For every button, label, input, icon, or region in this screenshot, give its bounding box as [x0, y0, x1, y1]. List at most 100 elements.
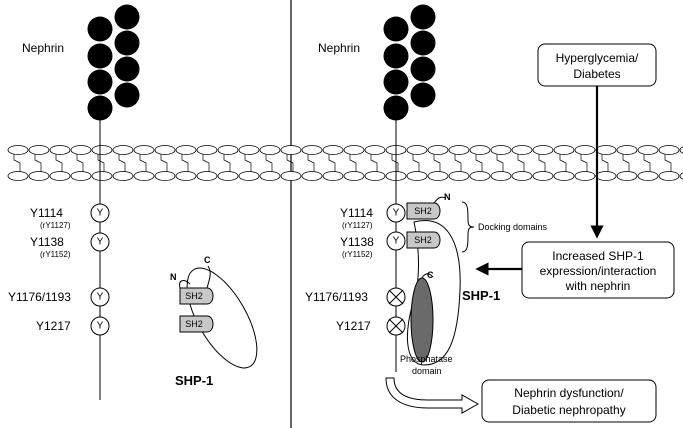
- shp1-chain-n-link: [179, 280, 191, 289]
- lipid-head: [133, 145, 155, 155]
- lipid-tail: [286, 154, 294, 172]
- lipid-head: [490, 171, 512, 181]
- lipid-head: [112, 145, 134, 155]
- lipid-head: [532, 171, 554, 181]
- lipid-tail: [601, 154, 609, 172]
- right-panel: Nephrin C Y Y SH2 SH2: [305, 4, 675, 423]
- lipid-tail: [223, 154, 231, 172]
- lipid-head: [196, 171, 218, 181]
- lipid-tail: [181, 154, 189, 172]
- lipid-head: [616, 171, 638, 181]
- lipid-head: [7, 145, 29, 155]
- nephrin-ig-domains-left: [87, 4, 140, 121]
- ig-domain: [410, 30, 436, 56]
- lipid-head: [574, 171, 596, 181]
- tyrosine-circle: [90, 203, 110, 223]
- cross-mark: [388, 318, 404, 334]
- lipid-tail: [97, 154, 105, 172]
- ig-domain: [410, 82, 436, 108]
- lipid-tail: [622, 154, 630, 172]
- lipid-head: [70, 145, 92, 155]
- lipid-head: [133, 171, 155, 181]
- shp1-label-right: SHP-1: [462, 288, 500, 303]
- left-panel: Nephrin Y Y Y Y Y1114 (rY1127) Y1138 (rY…: [8, 4, 258, 400]
- lipid-tail: [580, 154, 588, 172]
- lipid-head: [154, 171, 176, 181]
- ig-domain: [410, 4, 436, 30]
- ig-domain: [383, 43, 409, 69]
- lipid-head: [448, 171, 470, 181]
- lipid-head: [217, 171, 239, 181]
- sh2-domain: [179, 315, 214, 333]
- lipid-head: [679, 172, 683, 180]
- phosphatase-label: Phosphatase: [400, 354, 453, 364]
- lipid-head: [301, 145, 323, 155]
- lipid-head: [427, 145, 449, 155]
- sh2-label: SH2: [185, 319, 203, 329]
- lipid-head: [364, 171, 386, 181]
- sh2-label: SH2: [185, 291, 203, 301]
- dysfunction-box: Nephrin dysfunction/ Diabetic nephropath…: [481, 379, 657, 423]
- lipid-head: [658, 171, 680, 181]
- lipid-tail: [307, 154, 315, 172]
- tyrosine-circle: [386, 203, 406, 223]
- box-text: Diabetes: [573, 67, 620, 81]
- tyrosine-symbol: Y: [97, 208, 104, 219]
- residue-label: Y1217: [336, 319, 371, 333]
- tyrosine-symbol: Y: [97, 321, 104, 332]
- nephrin-label-left: Nephrin: [22, 41, 64, 55]
- nephrin-label-right: Nephrin: [318, 41, 360, 55]
- lipid-tail: [391, 154, 399, 172]
- lipid-head: [238, 145, 260, 155]
- residue-label: Y1138: [340, 235, 374, 249]
- lipid-head: [322, 145, 344, 155]
- lipid-head: [28, 145, 50, 155]
- lipid-head: [28, 171, 50, 181]
- cross-mark: [388, 289, 404, 305]
- ig-domain: [87, 16, 113, 42]
- lipid-tail: [202, 154, 210, 172]
- tyrosine-circle: [90, 232, 110, 252]
- lipid-head: [175, 145, 197, 155]
- lipid-head: [322, 171, 344, 181]
- lipid-head: [658, 145, 680, 155]
- lipid-tail: [643, 154, 651, 172]
- lipid-tail: [664, 154, 672, 172]
- box-text: Hyperglycemia/: [556, 51, 639, 65]
- lipid-head: [343, 145, 365, 155]
- lipid-tail: [76, 154, 84, 172]
- lipid-tail: [34, 154, 42, 172]
- n-terminus-label: N: [170, 272, 177, 282]
- ig-domain: [114, 30, 140, 56]
- c-terminus-label: C: [204, 255, 211, 265]
- docking-domains-label: Docking domains: [478, 222, 548, 232]
- ig-domain: [114, 82, 140, 108]
- lipid-head: [511, 171, 533, 181]
- ig-domain: [87, 69, 113, 95]
- sh2-label: SH2: [414, 235, 432, 245]
- n-terminus-label: N: [444, 192, 451, 202]
- lipid-head: [280, 171, 302, 181]
- cell-membrane: [7, 145, 683, 181]
- lipid-head: [112, 171, 134, 181]
- lipid-tail: [454, 154, 462, 172]
- lipid-head: [196, 145, 218, 155]
- lipid-head: [553, 171, 575, 181]
- lipid-tail: [265, 154, 273, 172]
- lipid-tail: [118, 154, 126, 172]
- nephrin-ig-domains-right: [383, 4, 436, 121]
- lipid-head: [532, 145, 554, 155]
- lipid-head: [364, 145, 386, 155]
- residue-label: Y1114: [30, 206, 63, 220]
- sh2-label: SH2: [414, 206, 432, 216]
- ig-domain: [114, 56, 140, 82]
- lipid-head: [259, 171, 281, 181]
- lipid-head: [70, 171, 92, 181]
- lipid-tail: [328, 154, 336, 172]
- box-text: Diabetic nephropathy: [512, 403, 625, 417]
- lipid-head: [574, 145, 596, 155]
- lipid-tail: [160, 154, 168, 172]
- ig-domain: [87, 43, 113, 69]
- ig-domain: [87, 95, 113, 121]
